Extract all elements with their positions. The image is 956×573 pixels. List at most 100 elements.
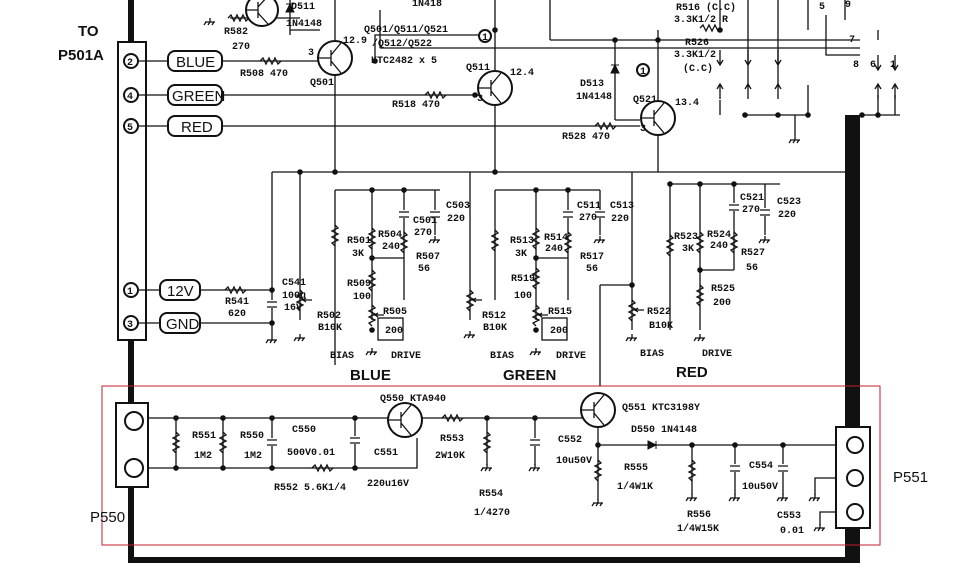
label: C511 (577, 201, 601, 212)
label: R501 (347, 236, 371, 247)
potentiometer-wiper (632, 307, 644, 313)
label: KTC2482 x 5 (371, 56, 437, 67)
resistor-icon (531, 304, 541, 327)
capacitor-gap (777, 464, 789, 472)
ground-icon (808, 494, 820, 502)
capacitor-icon (267, 439, 277, 446)
label: C554 (749, 461, 773, 472)
resistor-icon (531, 227, 541, 250)
ground-icon (265, 336, 277, 344)
label: 1M2 (194, 451, 212, 462)
label: 220 (778, 210, 796, 221)
section-title: GREEN (503, 367, 556, 384)
label: R508 470 (240, 69, 288, 80)
junction-dot (805, 112, 811, 118)
label: C553 (777, 511, 801, 522)
arrow-down-icon (874, 55, 882, 72)
label: 100u (282, 291, 306, 302)
label: 56 (746, 263, 758, 274)
capacitor-icon (267, 301, 277, 308)
label: BIAS (640, 349, 664, 360)
label: 3K (682, 244, 694, 255)
label: R555 (624, 463, 648, 474)
capacitor-gap (349, 436, 361, 444)
label: 3.3K1/2 (674, 14, 716, 26)
ground-icon (728, 494, 740, 502)
label: 220u16V (367, 479, 409, 490)
label: DRIVE (702, 349, 732, 360)
label: R502 (317, 311, 341, 322)
ground-icon (365, 348, 377, 356)
junction-dot (352, 465, 358, 471)
protection-labels: P550 P551 R551 1M2 R550 1M2 C550 500V0.0… (90, 394, 928, 537)
diode-icon (610, 63, 620, 74)
pin-label: 1 (127, 287, 133, 298)
label: Q511 (466, 63, 490, 74)
label: R516 (C.C) (676, 2, 736, 14)
label: 3K (352, 249, 364, 260)
label: 12.9 (343, 36, 367, 47)
capacitor-icon (760, 209, 770, 216)
resistor-icon (367, 269, 377, 292)
label: R513 (510, 236, 534, 247)
blue-labels: R541 620 C541 100u 16V R502 B10K R501 3K… (225, 201, 470, 384)
resistor-icon (224, 285, 247, 295)
section-title: RED (676, 364, 708, 381)
capacitor-gap (728, 203, 740, 211)
resistor-icon (330, 224, 340, 247)
label: 3.3K1/2 (674, 49, 716, 61)
connector-p551 (835, 426, 871, 529)
signal-green: GREEN (172, 88, 225, 105)
ground-icon (293, 334, 305, 342)
label: R517 (580, 252, 604, 263)
junction-dot (859, 112, 865, 118)
label: P551 (893, 469, 928, 486)
potentiometer-wiper (372, 312, 384, 318)
resistor-icon (695, 231, 705, 254)
junction-dot (667, 181, 673, 187)
connector-name: P501A (58, 47, 104, 64)
capacitor-gap (562, 210, 574, 218)
label: D550 1N4148 (631, 425, 697, 436)
label: R522 (647, 307, 671, 318)
label: 240 (710, 241, 728, 252)
resistor-icon (729, 231, 739, 254)
label: 200 (713, 298, 731, 309)
resistor-icon (367, 227, 377, 250)
connector-p501a: 2 4 5 1 3 (117, 41, 147, 341)
label: R524 (707, 230, 731, 241)
capacitor-gap (729, 464, 741, 472)
resistor-icon (295, 289, 305, 312)
label: /Q512/Q522 (372, 38, 432, 50)
capacitor-icon (563, 211, 573, 218)
label: 8 (853, 60, 859, 71)
resistor-icon (695, 284, 705, 307)
label: R512 (482, 311, 506, 322)
capacitor-icon (730, 465, 740, 472)
pin-label: 3 (127, 320, 133, 331)
label: 10u50V (556, 456, 592, 467)
junction-dot (492, 27, 498, 33)
label: (C.C) (683, 63, 713, 75)
label: R551 (192, 431, 216, 442)
diode-icon (285, 2, 295, 13)
signal-12v: 12V (167, 283, 194, 300)
label: 3 (477, 94, 483, 105)
junction-dot (484, 415, 490, 421)
signal-gnd: GND (166, 316, 200, 333)
ground-icon (203, 18, 215, 26)
junction-dot (173, 415, 179, 421)
label: R552 5.6K1/4 (274, 482, 346, 494)
label: R505 (383, 307, 407, 318)
ground-icon (788, 136, 800, 144)
label: 240 (382, 242, 400, 253)
label: 1N4148 (576, 92, 612, 103)
junction-dot (220, 465, 226, 471)
label: C551 (374, 448, 398, 459)
junction-dot (775, 112, 781, 118)
label: Q550 KTA940 (380, 394, 446, 405)
label: 7 (849, 35, 855, 46)
junction-dot (697, 181, 703, 187)
label: 6 (870, 60, 876, 71)
resistor-icon (399, 231, 409, 254)
